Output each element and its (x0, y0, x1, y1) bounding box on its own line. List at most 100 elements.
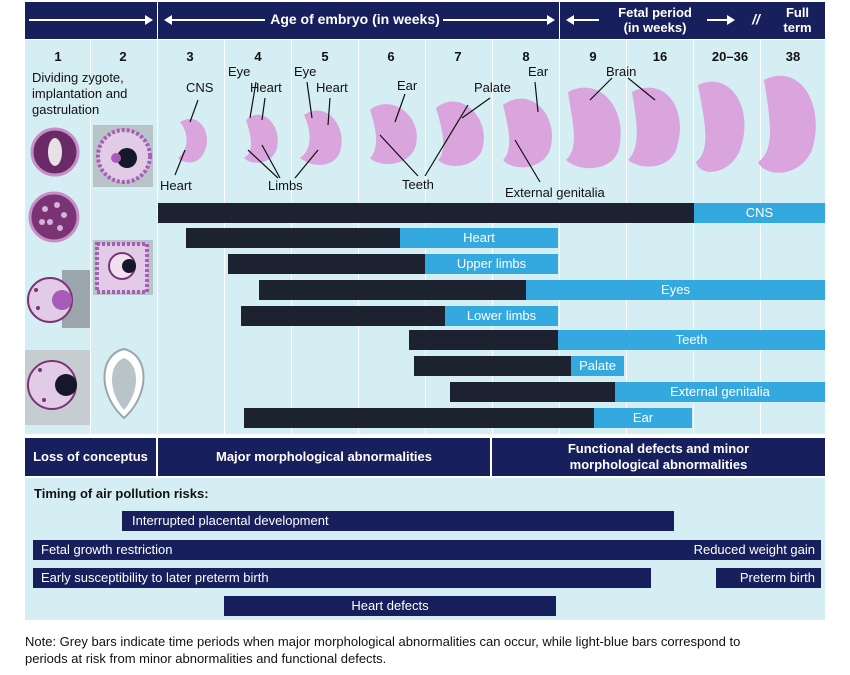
band-label: Functional defects and minor (567, 441, 750, 456)
embryo-icon (696, 81, 745, 172)
leader-line (379, 134, 419, 177)
week-number: 4 (254, 49, 262, 64)
cell-icon (30, 127, 80, 177)
embryo-icon (300, 110, 342, 165)
col-divider (693, 40, 694, 434)
eyes-major-bar (259, 280, 526, 300)
label-palate: Palate (474, 80, 511, 95)
week-number: 5 (321, 49, 329, 64)
embryo-illustrations (25, 75, 816, 425)
embryo-icon (370, 104, 417, 164)
week-number: 6 (387, 49, 395, 64)
upper-limbs-major-bar (228, 254, 425, 274)
stage-text-line: implantation and (32, 86, 128, 101)
col-divider (559, 40, 560, 434)
label-heart-week5: Heart (316, 80, 348, 95)
palate-minor-bar: Palate (571, 356, 624, 376)
risk-label: Preterm birth (739, 570, 815, 585)
leader-line (534, 81, 539, 113)
upper-limbs-minor-bar: Upper limbs (425, 254, 558, 274)
loss-of-conceptus-band: Loss of conceptus (25, 438, 156, 476)
bar-label: Palate (579, 358, 616, 373)
week-number: 8 (522, 49, 530, 64)
leader-line (327, 97, 331, 126)
external-genitalia-minor-bar: External genitalia (615, 382, 825, 402)
risk-label: Fetal growth restriction (41, 542, 173, 557)
week-number: 2 (119, 49, 127, 64)
embryo-icon (244, 114, 278, 163)
label-eye-week4: Eye (228, 64, 251, 79)
col-divider (157, 40, 158, 434)
week-number: 7 (454, 49, 462, 64)
risk-preterm-bar: Preterm birth (716, 568, 821, 588)
embryo-icon (436, 101, 484, 166)
age-of-embryo-label: Age of embryo (in weeks) (270, 11, 440, 27)
leader-line (261, 97, 266, 121)
leader-line (627, 77, 656, 101)
leader-line (306, 81, 313, 119)
week-number: 1 (54, 49, 62, 64)
embryo-icon (178, 118, 208, 163)
leader-line (424, 104, 469, 177)
bar-label: Teeth (675, 332, 708, 347)
risk-early-preterm-bar: Early susceptibility to later preterm bi… (33, 568, 651, 588)
col-divider (760, 40, 761, 434)
major-abnormalities-band: Major morphological abnormalities (158, 438, 490, 476)
leader-line (589, 77, 613, 101)
risk-growth-bar: Fetal growth restriction Reduced weight … (33, 540, 821, 560)
header-divider (559, 2, 560, 39)
band-label: Major morphological abnormalities (216, 449, 432, 464)
risk-heart-defects-bar: Heart defects (224, 596, 556, 616)
heart-minor-bar: Heart (400, 228, 558, 248)
risk-placental-bar: Interrupted placental development (122, 511, 674, 531)
heart-major-bar (186, 228, 400, 248)
fetal-period-line1: Fetal period (618, 5, 692, 20)
teeth-minor-bar: Teeth (558, 330, 825, 350)
footnote-line: Note: Grey bars indicate time periods wh… (25, 634, 741, 649)
full-term-line1: Full (785, 5, 810, 20)
cell-icon (25, 350, 90, 425)
footnote-line: periods at risk from minor abnormalities… (25, 651, 387, 666)
cell-icon (27, 270, 90, 328)
teeth-major-bar (409, 330, 558, 350)
risks-heading: Timing of air pollution risks: (34, 486, 209, 501)
cell-icon (93, 240, 153, 295)
label-limbs: Limbs (268, 178, 303, 193)
band-label: morphological abnormalities (569, 457, 748, 472)
cell-icon (93, 125, 153, 187)
header-arrows (29, 15, 735, 25)
label-heart-week3: Heart (160, 178, 192, 193)
label-heart-week4: Heart (250, 80, 282, 95)
stage-text-line: gastrulation (32, 102, 100, 117)
cell-icon (28, 191, 80, 243)
right-arrow-icon (145, 15, 153, 25)
band-label: Loss of conceptus (33, 449, 148, 464)
external-genitalia-major-bar (450, 382, 615, 402)
embryo-icon (503, 98, 552, 168)
palate-major-bar (414, 356, 571, 376)
leader-line (294, 149, 319, 179)
risk-label: Heart defects (351, 598, 429, 613)
leader-line (174, 149, 186, 176)
ear-major-bar (244, 408, 594, 428)
label-eye-week5: Eye (294, 64, 317, 79)
double-arrow-icon (727, 15, 735, 25)
break-marks: // (752, 11, 760, 27)
label-cns: CNS (186, 80, 214, 95)
leader-line (261, 144, 281, 179)
header-bar (25, 2, 825, 39)
stage-text: Dividing zygote, implantation and gastru… (32, 70, 127, 118)
col-divider (626, 40, 627, 434)
full-term-line2: term (783, 20, 812, 35)
bar-label: Eyes (661, 282, 690, 297)
embryo-icon (566, 87, 621, 169)
lower-limbs-minor-bar: Lower limbs (445, 306, 558, 326)
embryo-icon (628, 87, 680, 167)
label-ear-week6: Ear (397, 78, 418, 93)
week-number: 20–36 (711, 49, 749, 64)
leader-line (249, 81, 257, 119)
left-arrow-icon (164, 15, 172, 25)
risk-label: Interrupted placental development (132, 513, 329, 528)
week-number: 16 (652, 49, 668, 64)
full-term-label: Full term (775, 5, 820, 35)
